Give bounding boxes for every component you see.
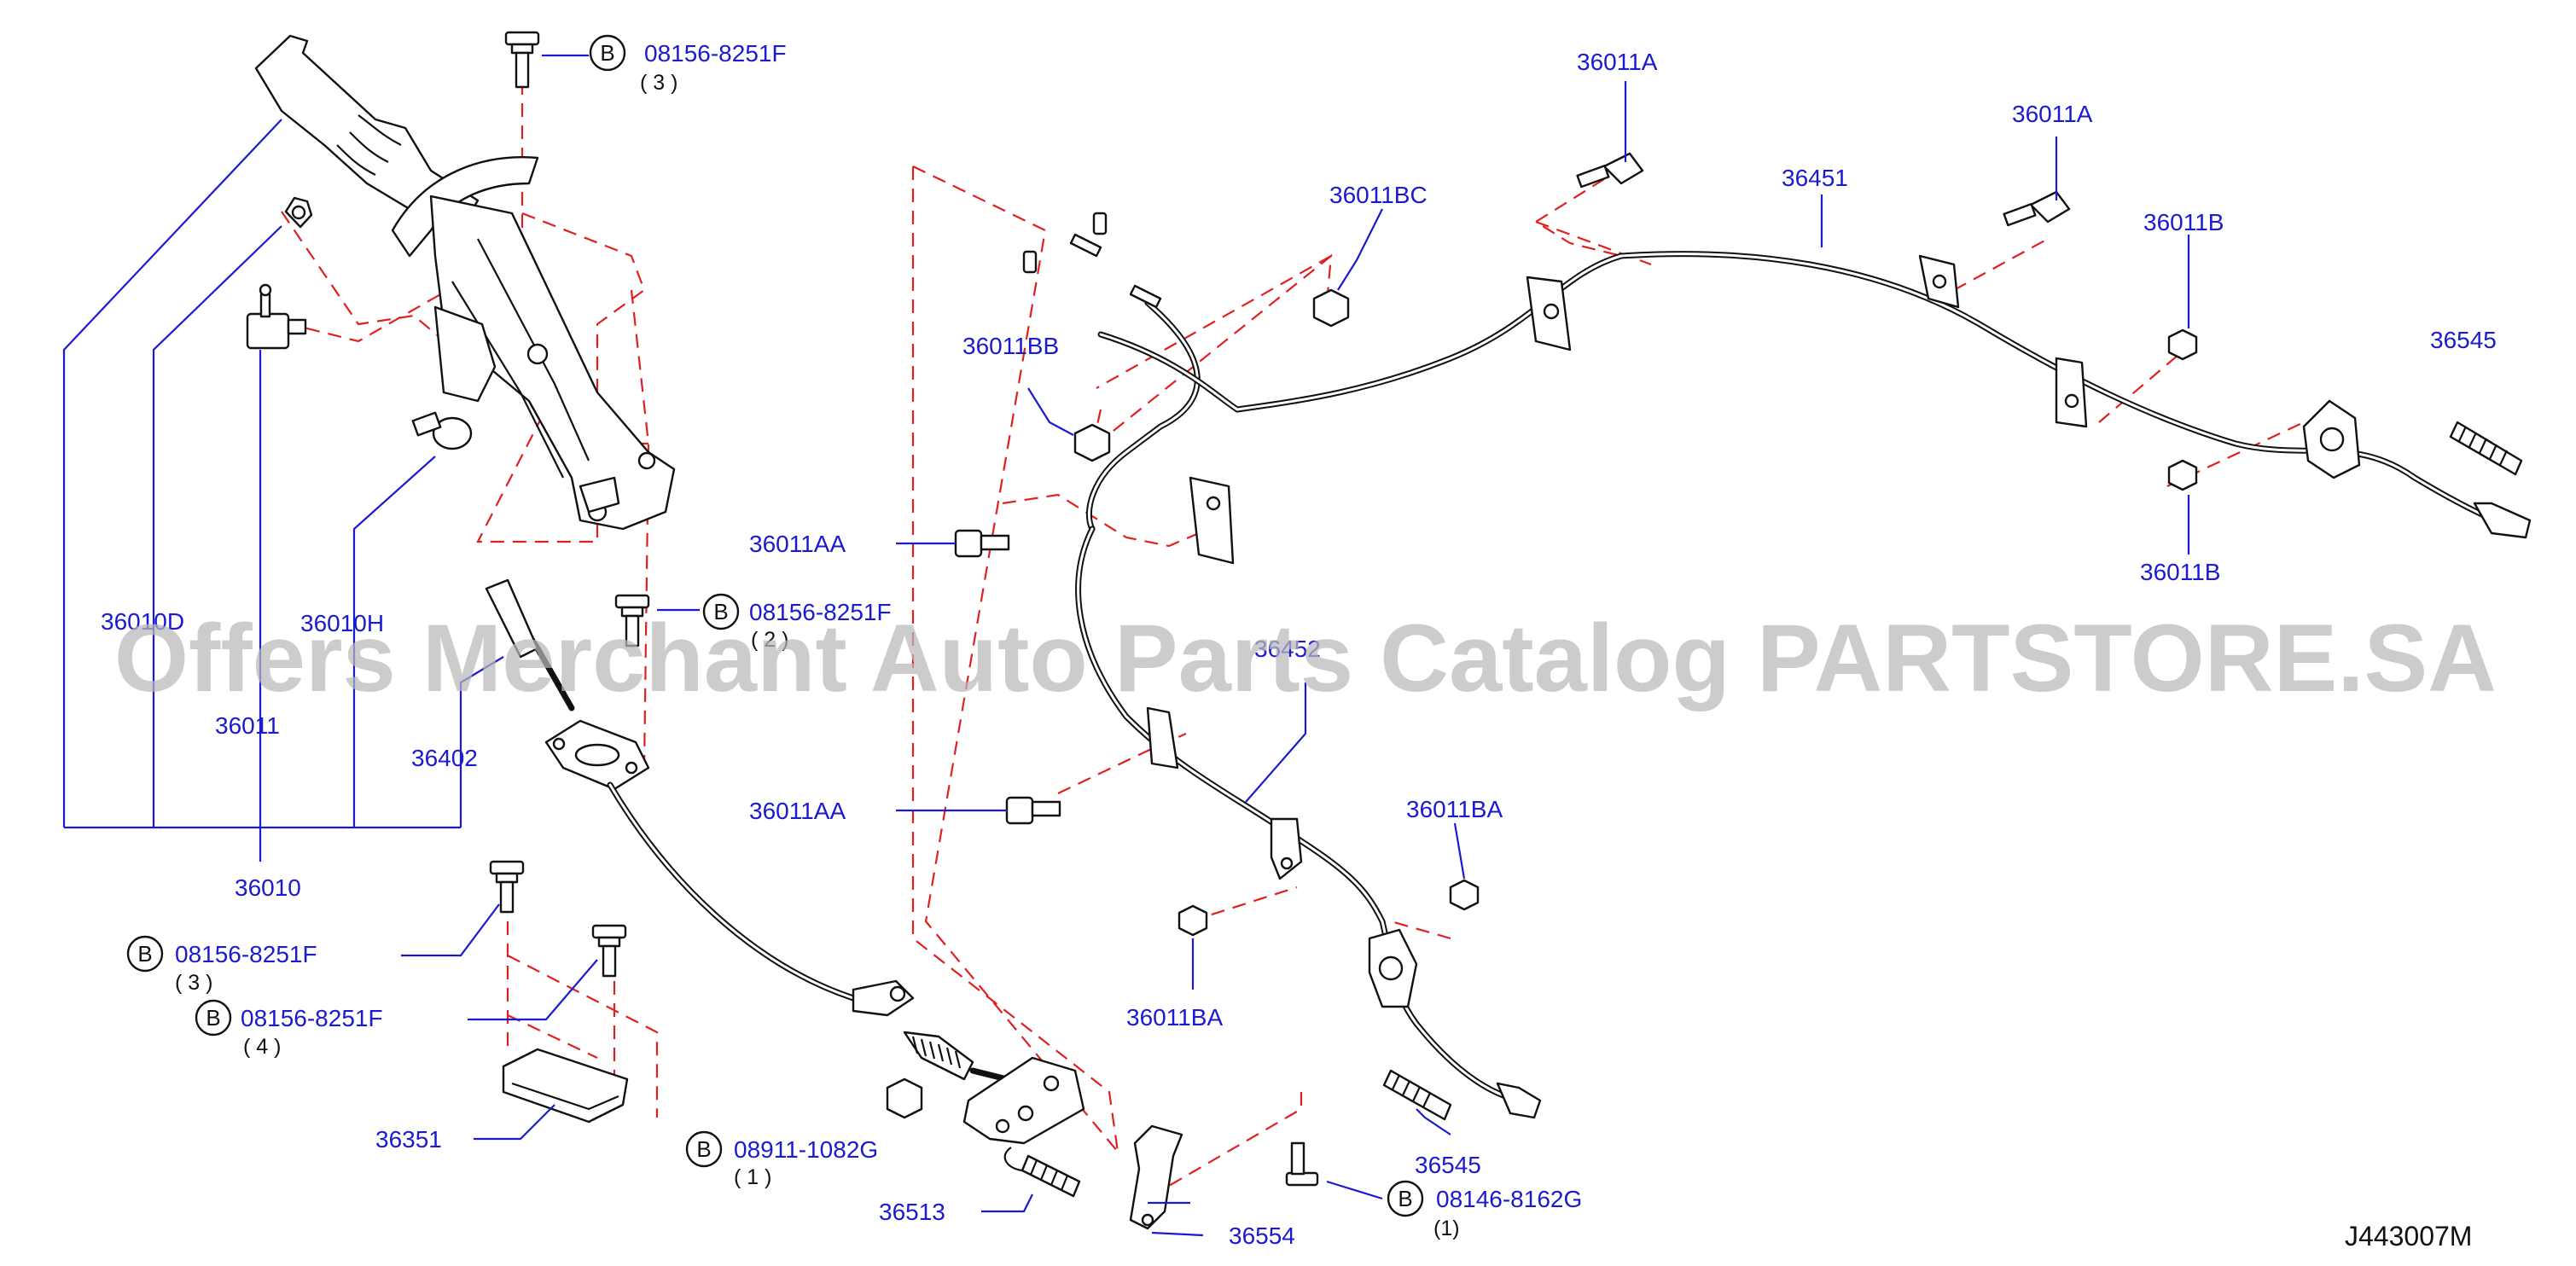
bolt-top-08156	[504, 31, 540, 89]
callout-qty: ( 3 )	[640, 71, 677, 95]
part-label-36011aa-lower: 36011AA	[749, 798, 846, 824]
part-labels: 36010D 36010H 36011 36402 36010 36011A 3…	[101, 49, 2497, 1249]
drawing-code: J443007M	[2345, 1221, 2472, 1251]
nut-36011b-lower	[2167, 459, 2198, 491]
front-cable-36402	[485, 578, 1027, 1087]
b-prefix: B	[1398, 1186, 1412, 1211]
part-label-36011b-lower: 36011B	[2140, 559, 2220, 585]
callout-qty: ( 1 )	[734, 1165, 771, 1189]
part-label-36451: 36451	[1782, 165, 1848, 191]
assembly-guide-lines	[281, 81, 2305, 1187]
b-prefix: B	[137, 941, 152, 967]
part-label-36554: 36554	[1229, 1222, 1295, 1249]
part-label-36010d: 36010D	[101, 608, 184, 635]
callout-part-number: 08156-8251F	[749, 599, 892, 625]
part-label-36011b-upper: 36011B	[2143, 209, 2224, 235]
bolt-36011aa-lower	[1005, 796, 1061, 825]
callout-08146: B 08146-8162G (1)	[1387, 1180, 1582, 1240]
nut-08911	[886, 1077, 923, 1119]
cable-end-fittings	[1022, 212, 1162, 309]
bolt-36011aa-upper	[954, 529, 1010, 558]
part-label-36011bb: 36011BB	[962, 333, 1059, 359]
part-label-36010h: 36010H	[300, 610, 384, 636]
callout-08156-left-3: B 08156-8251F ( 3 )	[126, 935, 317, 995]
bolt-36011a-right	[2003, 190, 2071, 227]
hand-lever-assembly	[254, 34, 676, 531]
part-label-36011a-right: 36011A	[2012, 101, 2093, 127]
callout-08156-left-4: B 08156-8251F ( 4 )	[195, 999, 383, 1059]
rear-cable-36452	[1075, 476, 1542, 1119]
part-label-36011bc: 36011BC	[1329, 182, 1428, 208]
bolt-left-08156-4	[591, 924, 627, 978]
part-label-36010: 36010	[235, 874, 301, 901]
callout-qty: ( 3 )	[175, 971, 212, 995]
equalizer-bracket	[962, 1056, 1085, 1145]
switch-36011	[246, 283, 307, 350]
callout-qty: ( 2 )	[751, 628, 788, 652]
part-label-36545-lower: 36545	[1415, 1152, 1481, 1178]
bolt-36010d	[284, 196, 313, 229]
b-prefix: B	[206, 1005, 220, 1031]
spring-36513	[1003, 1147, 1081, 1198]
b-prefix: B	[600, 40, 614, 66]
nut-36011b-upper	[2167, 328, 2198, 361]
part-label-36011: 36011	[215, 712, 280, 739]
bolt-left-08156-3	[489, 860, 525, 914]
callout-08156-mid: B 08156-8251F ( 2 )	[702, 593, 892, 652]
bracket-36554	[1129, 1124, 1183, 1230]
part-label-36011a-left: 36011A	[1577, 49, 1658, 75]
bolt-08146	[1285, 1141, 1319, 1187]
spring-36545-lower	[1382, 1069, 1452, 1121]
part-label-36351: 36351	[375, 1126, 442, 1153]
callout-08911: B 08911-1082G ( 1 )	[685, 1130, 878, 1189]
rear-cable-36451	[1085, 251, 2532, 539]
callout-part-number: 08156-8251F	[241, 1005, 383, 1031]
nut-36011ba-right	[1449, 879, 1480, 911]
b-prefix: B	[713, 599, 728, 624]
spring-36545-upper	[2449, 421, 2523, 476]
bolt-36010h	[411, 411, 473, 450]
nut-36011bc	[1312, 288, 1350, 328]
part-label-36513: 36513	[879, 1199, 945, 1225]
cover-36351	[502, 1048, 629, 1124]
b-prefix-circle	[589, 34, 626, 72]
callout-part-number: 08911-1082G	[734, 1136, 878, 1163]
callout-part-number: 08156-8251F	[644, 40, 787, 67]
part-label-36402: 36402	[411, 745, 478, 771]
b-prefix: B	[696, 1136, 711, 1162]
part-label-36011ba-right: 36011BA	[1406, 796, 1503, 822]
part-label-36452: 36452	[1254, 636, 1321, 662]
callout-part-number: 08156-8251F	[175, 941, 317, 967]
callout-qty: (1)	[1433, 1217, 1460, 1240]
callout-08156-top: B 08156-8251F ( 3 )	[589, 34, 787, 95]
bolt-mid-08156	[614, 594, 650, 648]
part-label-36011ba-left: 36011BA	[1126, 1004, 1223, 1031]
nut-36011ba-left	[1178, 904, 1208, 937]
leader-lines	[62, 54, 2190, 1237]
bolt-36011a-left	[1576, 152, 1644, 189]
callout-part-number: 08146-8162G	[1436, 1186, 1582, 1212]
callout-qty: ( 4 )	[243, 1035, 281, 1059]
watermark: Offers Merchant Auto Parts Catalog PARTS…	[114, 605, 2497, 711]
part-label-36011aa-upper: 36011AA	[749, 531, 846, 557]
nut-36011bb	[1073, 423, 1111, 462]
part-label-36545-upper: 36545	[2430, 327, 2497, 353]
